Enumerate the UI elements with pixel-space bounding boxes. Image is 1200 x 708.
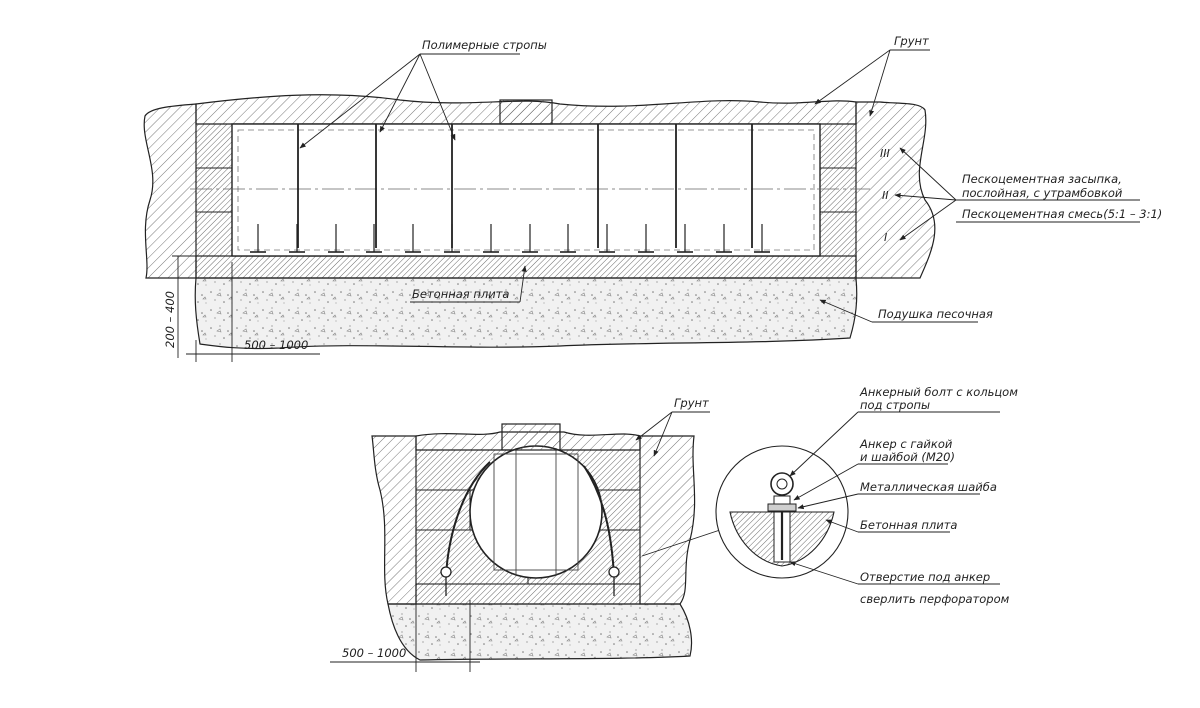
dimension-lines [172,255,320,362]
anchor-marker [677,224,693,253]
detail-washer [767,503,797,512]
label-anchor-nut-1: Анкер с гайкой [859,437,953,451]
section-soil-left [371,435,417,605]
label-backfill-1: Пескоцементная засыпка, [962,172,1122,186]
section-strap-right [583,465,615,577]
anchor-marker [405,224,421,253]
anchor-marker [250,224,266,253]
section-tank [469,445,603,579]
top-view: III II I [143,34,1162,362]
anchor-marker [483,224,499,253]
dim-offset-top: 500 – 1000 [244,338,308,352]
anchor-marker [444,224,460,253]
section-dimension [330,600,480,672]
label-concrete-slab: Бетонная плита [412,287,509,301]
anchor-marker [289,224,305,253]
label-section-soil: Грунт [674,396,709,410]
section-concrete-slab [415,583,641,605]
label-polymer-straps: Полимерные стропы [422,38,547,52]
anchor-marker [366,224,382,253]
section-soil-right [639,435,696,605]
label-anchor-bolt-1: Анкерный болт с кольцом [859,385,1018,399]
tank-body [231,123,821,257]
label-metal-washer: Металлическая шайба [860,480,997,494]
section-sand-cushion [387,603,693,661]
anchor-marker [716,224,732,253]
section-view: Грунт 500 – 1000 [330,396,721,672]
sand-cushion [194,277,858,350]
section-anchors [440,566,620,596]
label-sand-cushion: Подушка песочная [878,307,993,321]
anchor-marker [560,224,576,253]
label-detail-concrete-slab: Бетонная плита [860,518,957,532]
layer-label-iii: III [880,147,890,160]
anchor-marker [522,224,538,253]
label-backfill-2: послойная, с утрамбовкой [962,186,1123,200]
dim-offset-section: 500 – 1000 [342,646,406,660]
label-soil-top: Грунт [894,34,929,48]
anchor-marker [328,224,344,253]
anchor-marker [754,224,770,253]
detail-nut [773,495,791,505]
label-anchor-nut-2: и шайбой (М20) [860,450,955,464]
anchor-marker [638,224,654,253]
backfill-blocks-left [195,123,233,257]
label-hole-2: сверлить перфоратором [860,592,1010,606]
label-sand-cement-mix: Пескоцементная смесь(5:1 – 3:1) [962,207,1162,221]
dim-height: 200 – 400 [163,291,177,348]
detail-ring [770,472,794,496]
label-hole-1: Отверстие под анкер [860,570,990,584]
label-anchor-bolt-2: под стропы [860,398,930,412]
anchor-marker [599,224,615,253]
soil-right [855,101,936,279]
layer-label-i: I [884,231,887,244]
concrete-slab [195,255,857,279]
soil-left [143,103,197,279]
backfill-blocks-right [819,123,857,257]
tank-manhole [499,99,553,125]
anchor-detail: Анкерный болт с кольцом под стропы Анкер… [715,385,1018,606]
layer-label-ii: II [882,189,889,202]
section-strap-left [445,461,491,577]
anchor-markers [250,224,770,253]
section-manhole [501,423,561,451]
